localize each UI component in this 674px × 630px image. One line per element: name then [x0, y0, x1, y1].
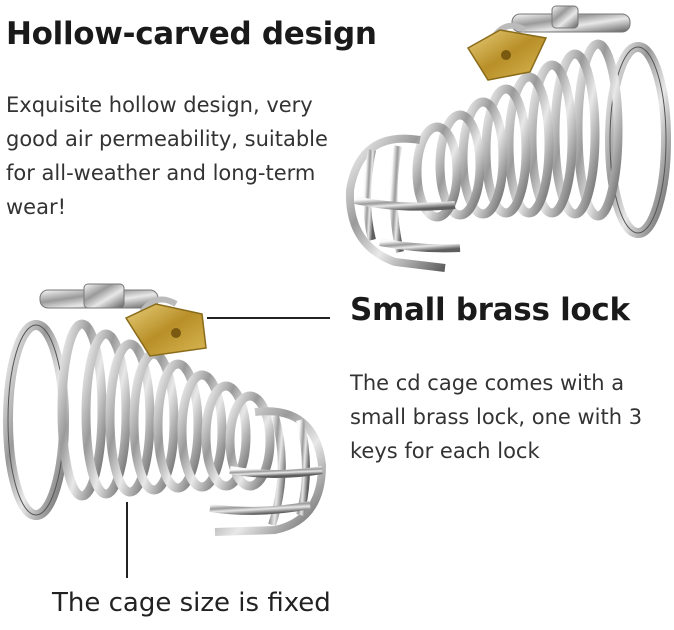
cage-spiral-rings	[412, 39, 623, 222]
description-hollow-design: Exquisite hollow design, very good air p…	[6, 93, 328, 219]
cage-image-top	[345, 5, 671, 272]
heading-brass-lock: Small brass lock	[350, 292, 630, 328]
brass-lock-top	[466, 22, 548, 81]
cage-front-bars	[345, 134, 461, 272]
description-brass-lock: The cd cage comes with a small brass loc…	[350, 371, 643, 463]
cage-front-bars-bottom	[209, 407, 327, 536]
heading-hollow-design: Hollow-carved design	[6, 16, 377, 52]
caption-cage-size: The cage size is fixed	[52, 588, 331, 618]
cage-image-bottom	[3, 283, 327, 536]
cage-spiral-rings-bottom	[57, 319, 275, 501]
brass-lock-bottom	[124, 296, 207, 357]
